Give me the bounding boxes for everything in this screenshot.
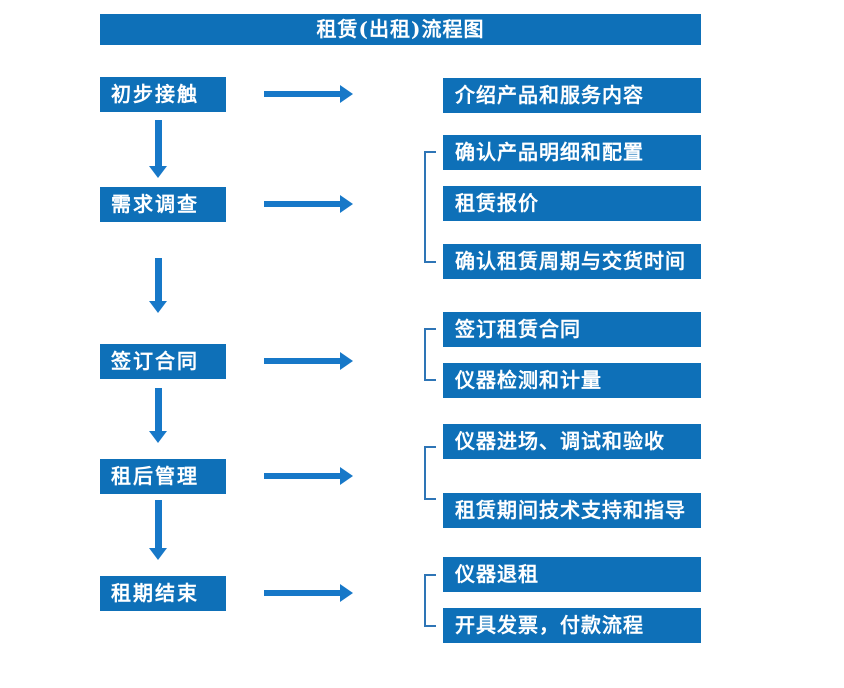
step-box-demand-survey: 需求调查 <box>100 187 226 222</box>
step-box-sign-contract: 签订合同 <box>100 344 226 379</box>
bracket-sign-contract-group <box>424 328 436 381</box>
output-box-confirm-period: 确认租赁周期与交货时间 <box>443 244 701 279</box>
bracket-rental-end-group <box>424 574 436 627</box>
arrow-right-icon-4 <box>264 467 353 485</box>
arrow-down-icon-2 <box>149 258 167 313</box>
arrow-down-icon-1 <box>149 120 167 178</box>
output-box-confirm-details: 确认产品明细和配置 <box>443 135 701 170</box>
output-box-tech-support: 租赁期间技术支持和指导 <box>443 493 701 528</box>
step-box-post-rental: 租后管理 <box>100 459 226 494</box>
arrow-right-icon-3 <box>264 352 353 370</box>
arrow-right-icon-1 <box>264 85 353 103</box>
bracket-post-rental-group <box>424 446 436 500</box>
arrow-right-icon-5 <box>264 584 353 602</box>
step-box-initial-contact: 初步接触 <box>100 77 226 112</box>
step-box-rental-end: 租期结束 <box>100 576 226 611</box>
output-box-instrument-return: 仪器退租 <box>443 557 701 592</box>
arrow-right-icon-2 <box>264 195 353 213</box>
output-box-invoice-payment: 开具发票，付款流程 <box>443 608 701 643</box>
output-box-rental-quote: 租赁报价 <box>443 186 701 221</box>
arrow-down-icon-3 <box>149 388 167 443</box>
output-box-introduce-products: 介绍产品和服务内容 <box>443 78 701 113</box>
output-box-instrument-testing: 仪器检测和计量 <box>443 363 701 398</box>
output-box-instrument-arrival: 仪器进场、调试和验收 <box>443 424 701 459</box>
output-box-sign-rental-contract: 签订租赁合同 <box>443 312 701 347</box>
flowchart-title: 租赁(出租)流程图 <box>100 14 701 45</box>
arrow-down-icon-4 <box>149 500 167 560</box>
bracket-demand-survey-group <box>424 151 436 263</box>
